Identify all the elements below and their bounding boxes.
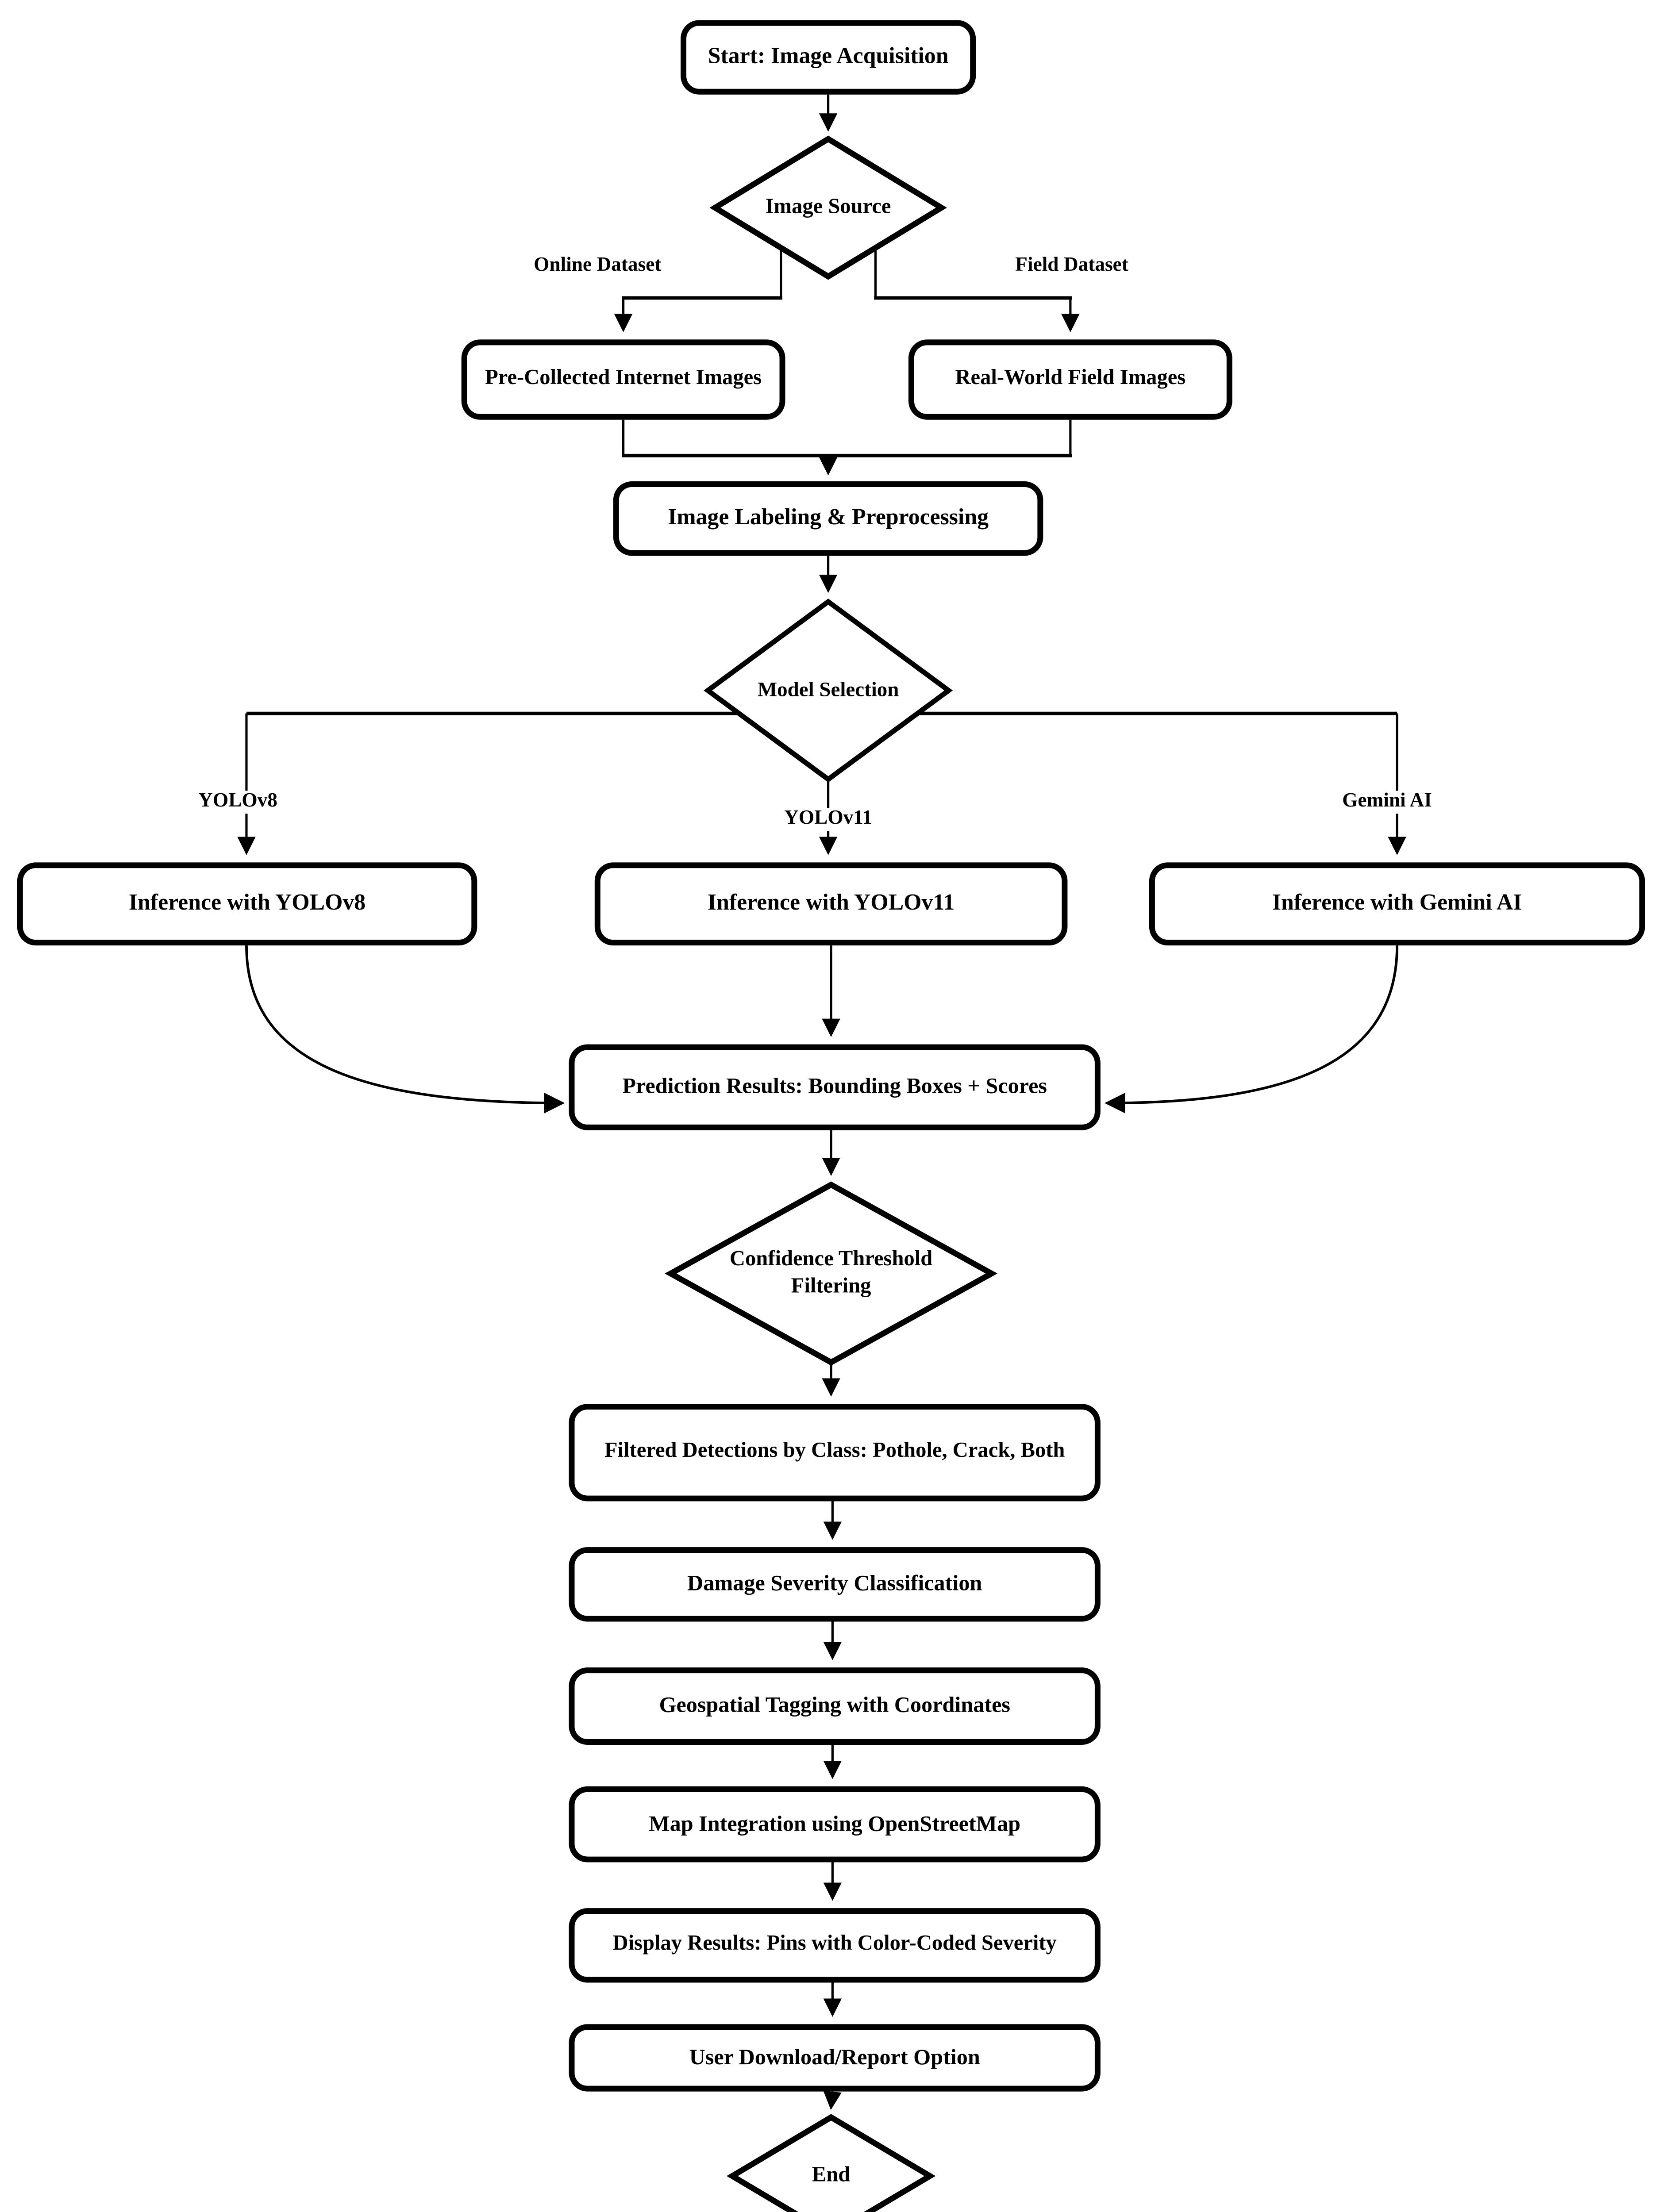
node-inference-gemini-label: Inference with Gemini AI: [1272, 891, 1522, 915]
edge-label-yolov11: YOLOv11: [780, 808, 877, 831]
node-confidence-label: Confidence Threshold Filtering: [729, 1248, 933, 1298]
edge-label-field-dataset: Field Dataset: [1011, 255, 1133, 278]
node-start-label: Start: Image Acquisition: [708, 44, 949, 69]
node-severity-label: Damage Severity Classification: [687, 1571, 982, 1596]
node-severity: Damage Severity Classification: [569, 1547, 1101, 1622]
edge-label-online-dataset: Online Dataset: [529, 255, 666, 278]
node-map-integration: Map Integration using OpenStreetMap: [569, 1786, 1101, 1863]
model-selection-diamond: [704, 598, 953, 783]
edge-gemini-to-prediction: [1105, 945, 1399, 1114]
node-filtered-label: Filtered Detections by Class: Pothole, C…: [604, 1440, 1065, 1463]
node-display-results-label: Display Results: Pins with Color-Coded S…: [612, 1933, 1057, 1956]
node-pre-collected: Pre-Collected Internet Images: [461, 339, 785, 420]
node-download: User Download/Report Option: [569, 2024, 1101, 2092]
node-image-source-label: Image Source: [765, 196, 891, 219]
node-labeling: Image Labeling & Preprocessing: [613, 481, 1043, 556]
node-pre-collected-label: Pre-Collected Internet Images: [485, 367, 762, 390]
end-diamond: [726, 2114, 936, 2212]
node-display-results: Display Results: Pins with Color-Coded S…: [569, 1908, 1101, 1983]
node-inference-yolov11: Inference with YOLOv11: [594, 862, 1068, 946]
edge-download-to-end: [823, 2091, 842, 2110]
node-inference-yolov8: Inference with YOLOv8: [17, 862, 477, 946]
node-geospatial-label: Geospatial Tagging with Coordinates: [659, 1693, 1010, 1718]
node-filtered: Filtered Detections by Class: Pothole, C…: [569, 1404, 1101, 1502]
node-map-integration-label: Map Integration using OpenStreetMap: [649, 1811, 1021, 1836]
node-inference-yolov11-label: Inference with YOLOv11: [707, 891, 955, 915]
edge-label-gemini: Gemini AI: [1338, 791, 1436, 814]
edge-yolov8-to-prediction: [245, 945, 565, 1114]
node-prediction-label: Prediction Results: Bounding Boxes + Sco…: [622, 1074, 1047, 1099]
image-source-diamond: [709, 135, 947, 280]
node-real-world: Real-World Field Images: [908, 339, 1232, 420]
node-start: Start: Image Acquisition: [681, 20, 976, 95]
node-inference-yolov8-label: Inference with YOLOv8: [128, 891, 366, 915]
node-prediction: Prediction Results: Bounding Boxes + Sco…: [569, 1044, 1101, 1130]
node-model-selection-label: Model Selection: [757, 679, 899, 702]
node-labeling-label: Image Labeling & Preprocessing: [668, 505, 989, 530]
node-geospatial: Geospatial Tagging with Coordinates: [569, 1667, 1101, 1745]
node-inference-gemini: Inference with Gemini AI: [1149, 862, 1645, 946]
edge-label-yolov8: YOLOv8: [194, 791, 282, 814]
node-real-world-label: Real-World Field Images: [955, 367, 1186, 390]
node-download-label: User Download/Report Option: [689, 2045, 980, 2070]
node-end-label: End: [812, 2164, 851, 2187]
